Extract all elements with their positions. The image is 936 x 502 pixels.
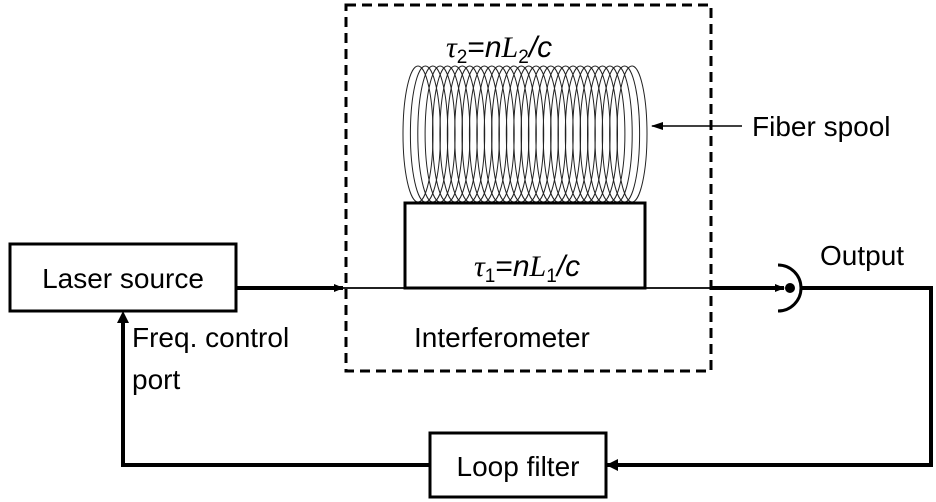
feedback-line [606,286,933,467]
laser-source-label: Laser source [42,263,204,294]
freq-control-label-line2: port [132,364,180,395]
loop-filter-block[interactable]: Loop filter [428,431,608,499]
fiber-spool-coil [402,65,648,203]
loop-filter-label: Loop filter [457,451,580,482]
freq-control-arrowhead [117,311,129,323]
interferometer-label: Interferometer [414,322,590,353]
tau1-equation: τ1=nL1/c [474,250,580,287]
output-label: Output [820,240,904,271]
fiber-spool-label: Fiber spool [752,111,891,142]
control-feedback-line [121,318,430,467]
laser-source-block[interactable]: Laser source [8,242,238,313]
freq-control-label-line1: Freq. control [132,322,289,353]
loop-filter-input-arrowhead [606,459,618,471]
tau2-equation: τ2=nL2/c [446,31,552,68]
interferometer-enclosure [344,3,713,373]
